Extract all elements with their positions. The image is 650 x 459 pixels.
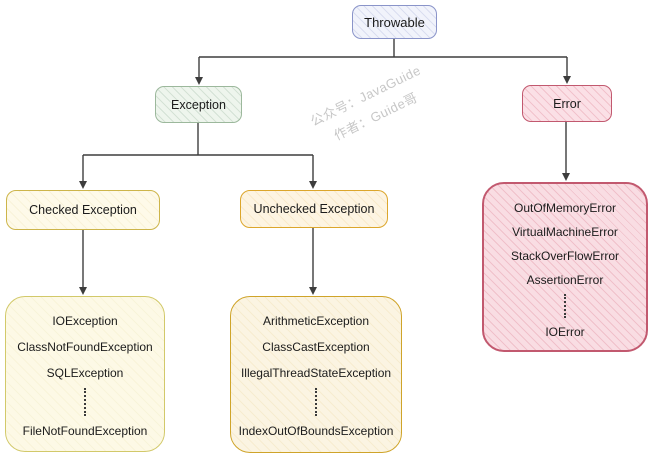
- node-throwable: Throwable: [352, 5, 437, 39]
- node-unchecked-exception: Unchecked Exception: [240, 190, 388, 228]
- list-item: IOError: [545, 325, 585, 339]
- arrowhead-error-list: [562, 173, 570, 181]
- list-item: StackOverFlowError: [510, 249, 620, 263]
- list-item: FileNotFoundException: [22, 424, 148, 438]
- node-exception-label: Exception: [171, 97, 226, 112]
- checked-exception-list: IOException ClassNotFoundException SQLEx…: [5, 296, 165, 452]
- unchecked-exception-list: ArithmeticException ClassCastException I…: [230, 296, 402, 453]
- node-error: Error: [522, 85, 612, 122]
- arrowhead-checked-list: [79, 287, 87, 295]
- ellipsis-dotted-line: [564, 294, 566, 318]
- ellipsis-dotted-line: [84, 388, 86, 416]
- arrowhead-exception: [195, 77, 203, 85]
- node-checked-exception-label: Checked Exception: [29, 203, 137, 217]
- list-item: ClassCastException: [262, 340, 370, 354]
- list-item: ClassNotFoundException: [17, 340, 153, 354]
- list-item: ArithmeticException: [262, 314, 370, 328]
- node-unchecked-exception-label: Unchecked Exception: [253, 202, 375, 216]
- list-item: VirtualMachineError: [512, 225, 618, 239]
- list-item: IllegalThreadStateException: [240, 366, 392, 380]
- arrowhead-unchecked-list: [309, 287, 317, 295]
- list-item: OutOfMemoryError: [513, 201, 616, 215]
- watermark-line1: 公众号：JavaGuide: [308, 62, 424, 129]
- node-throwable-label: Throwable: [364, 14, 425, 30]
- list-item: IndexOutOfBoundsException: [238, 424, 394, 438]
- node-checked-exception: Checked Exception: [6, 190, 160, 230]
- list-item: SQLException: [46, 366, 124, 380]
- node-exception: Exception: [155, 86, 242, 123]
- list-item: IOException: [52, 314, 118, 328]
- list-item: AssertionError: [526, 273, 604, 287]
- arrowhead-checked: [79, 181, 87, 189]
- node-error-label: Error: [553, 96, 581, 111]
- watermark: 公众号：JavaGuide 作者：Guide哥: [294, 53, 449, 160]
- error-list: OutOfMemoryError VirtualMachineError Sta…: [482, 182, 648, 352]
- watermark-line2: 作者：Guide哥: [331, 89, 420, 143]
- arrowhead-error: [563, 76, 571, 84]
- ellipsis-dotted-line: [315, 388, 317, 416]
- arrowhead-unchecked: [309, 181, 317, 189]
